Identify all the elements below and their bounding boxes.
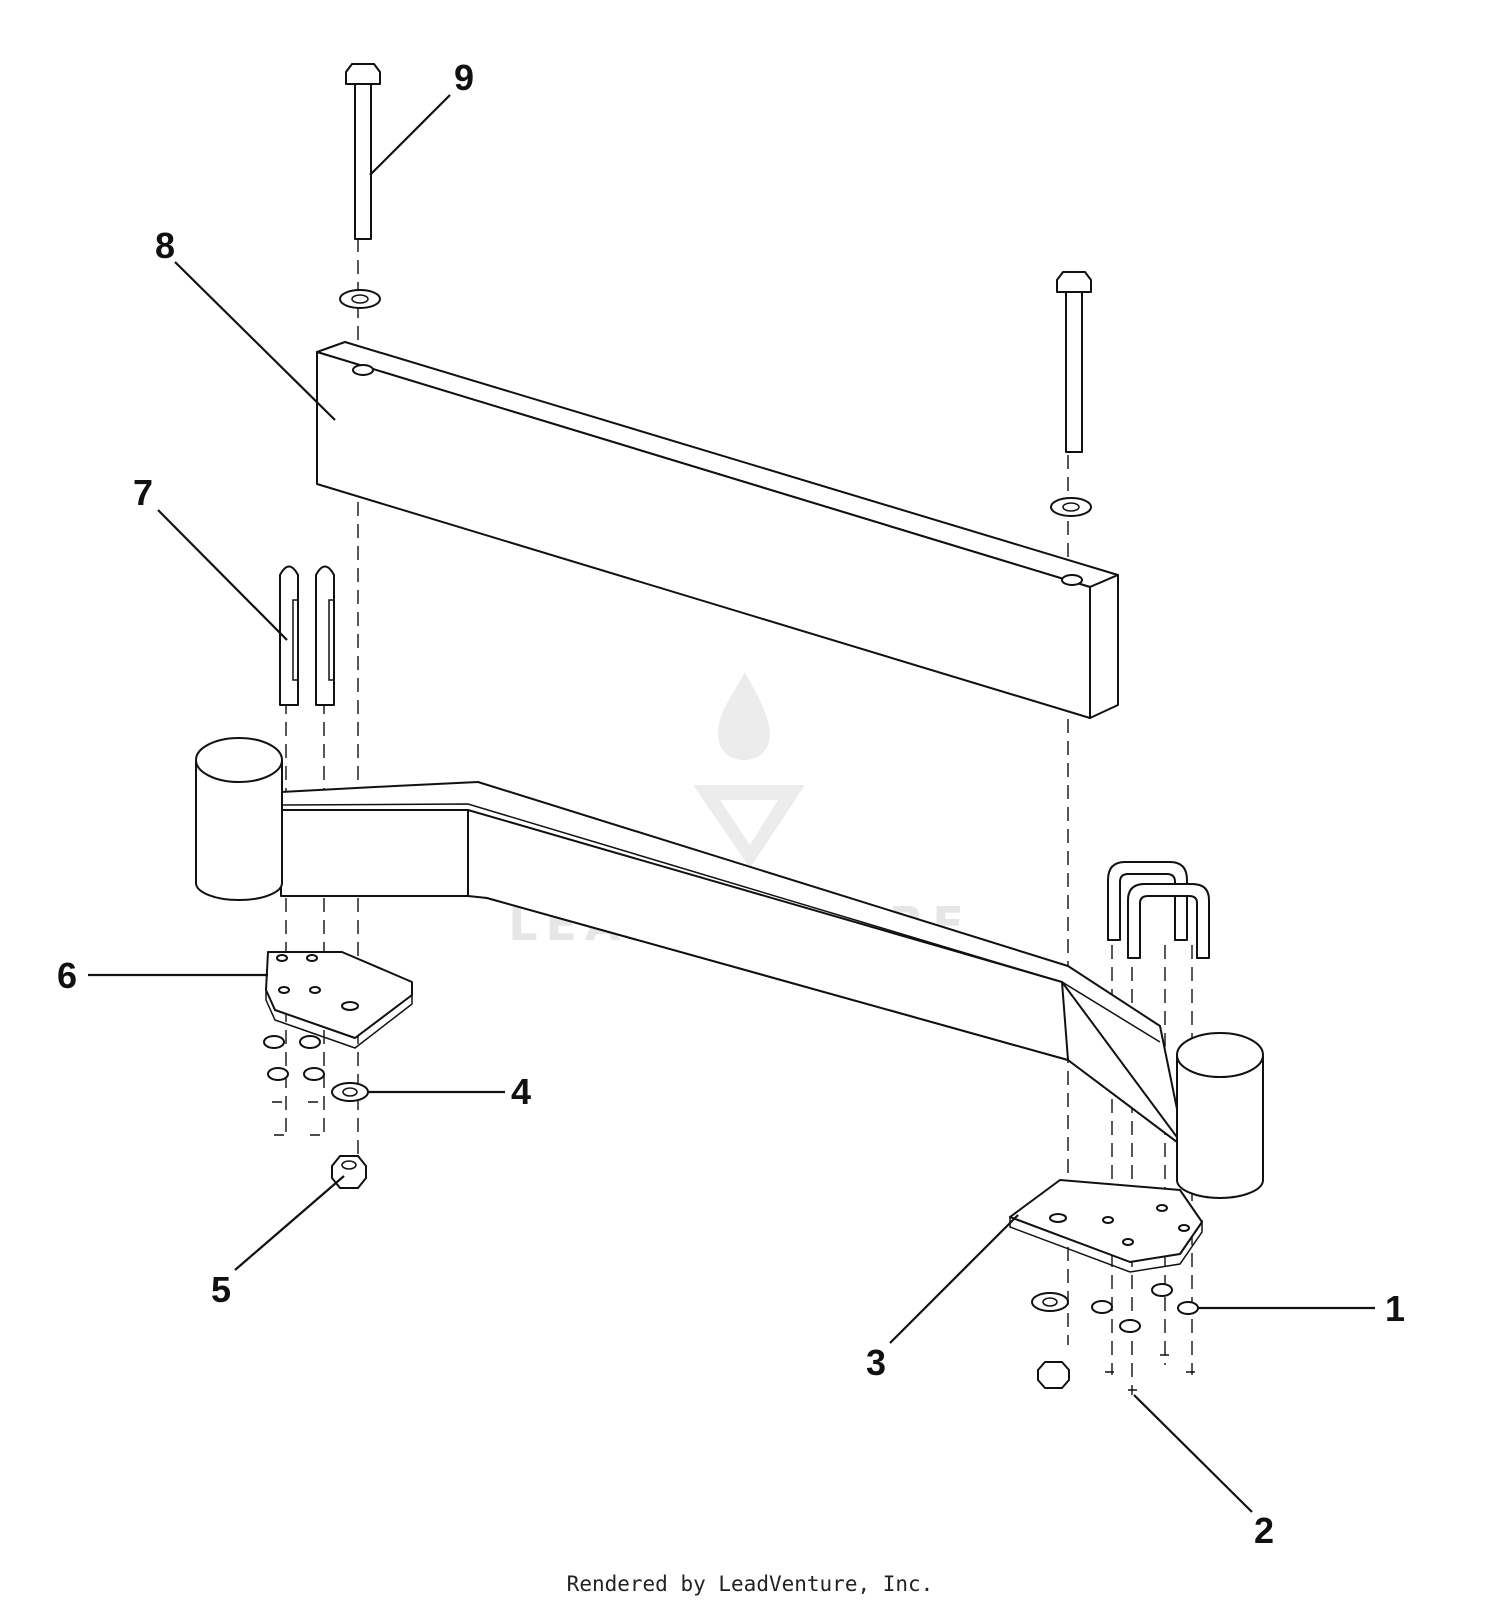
- spacer-beam-8: [316, 341, 1119, 719]
- watermark-flame-icon: [718, 672, 770, 760]
- callout-4: 4: [511, 1071, 531, 1112]
- mount-plate-3: [1009, 1179, 1203, 1273]
- small-nuts-left: [263, 1035, 325, 1136]
- callout-1: 1: [1385, 1288, 1405, 1329]
- callout-5: 5: [211, 1269, 231, 1310]
- leader-lines: [88, 94, 1375, 1513]
- mount-plate-6: [265, 951, 413, 1049]
- washer-4: [331, 1082, 369, 1102]
- callout-6: 6: [57, 955, 77, 996]
- footer-credit: Rendered by LeadVenture, Inc.: [566, 1572, 934, 1596]
- spindle-left: [195, 737, 283, 901]
- callout-2: 2: [1254, 1510, 1274, 1551]
- u-bolts-7: [279, 565, 335, 706]
- callout-7: 7: [133, 472, 153, 513]
- callout-3: 3: [866, 1342, 886, 1383]
- small-nuts-right: [1031, 1283, 1199, 1391]
- watermark-v-logo-icon: [693, 785, 805, 868]
- washer-top-right: [1050, 497, 1092, 517]
- bolt-9: [345, 63, 381, 240]
- u-bolts-right: [1107, 861, 1210, 959]
- bolt-top-right: [1056, 271, 1092, 453]
- axle-arm: [280, 781, 1186, 1149]
- washer-top-left: [339, 289, 381, 309]
- callout-9: 9: [454, 57, 474, 98]
- spindle-right: [1176, 1032, 1264, 1199]
- callout-8: 8: [155, 225, 175, 266]
- callout-labels: 9 8 7 6 4 5 3 1 2: [57, 57, 1405, 1551]
